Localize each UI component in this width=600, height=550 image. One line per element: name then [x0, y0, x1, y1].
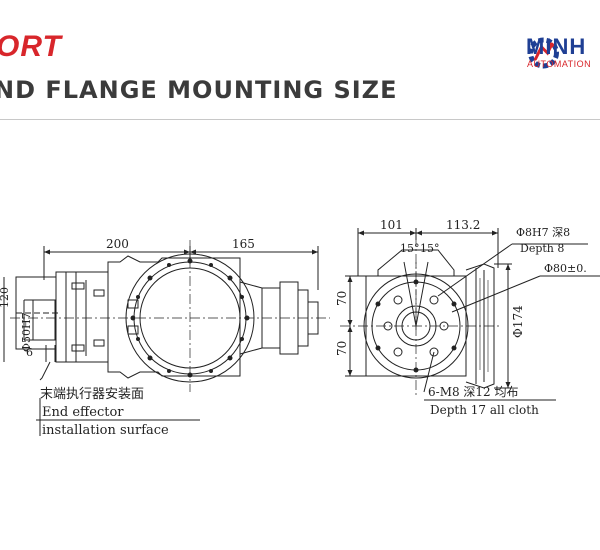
dim-6: 6	[26, 346, 33, 359]
label-installation-surface: installation surface	[42, 423, 169, 438]
dim-80: Φ80±0.	[544, 262, 587, 275]
dim-depth-8: Depth 8	[520, 242, 564, 255]
dim-50h7: Φ50H7	[20, 312, 33, 352]
dim-165: 165	[232, 237, 255, 251]
section-title: ND FLANGE MOUNTING SIZE	[0, 76, 398, 104]
dim-101: 101	[380, 218, 403, 232]
label-end-effector-en: End effector	[42, 405, 124, 420]
holes-label-en: Depth 17 all cloth	[430, 403, 539, 417]
dim-120: 120	[0, 287, 11, 308]
dim-70-top: 70	[335, 291, 349, 306]
report-title: ORT	[0, 30, 62, 63]
dim-70-bottom: 70	[335, 341, 349, 356]
logo-name: MINH	[526, 34, 587, 59]
dim-113: 113.2	[446, 218, 480, 232]
header-divider	[0, 119, 600, 120]
holes-label-cn: 6-M8 深12 均布	[428, 385, 519, 399]
dim-8h7: Φ8H7 深8	[516, 226, 570, 239]
gear-robot-arm-icon	[528, 37, 559, 69]
dim-174: Φ174	[511, 305, 525, 338]
angle-15-right: 15°	[420, 242, 440, 255]
logo-subtitle: AUTOMATION	[527, 59, 592, 69]
angle-15-left: 15°	[400, 242, 420, 255]
dim-200: 200	[106, 237, 129, 251]
label-end-effector-cn: 末端执行器安装面	[40, 387, 144, 402]
